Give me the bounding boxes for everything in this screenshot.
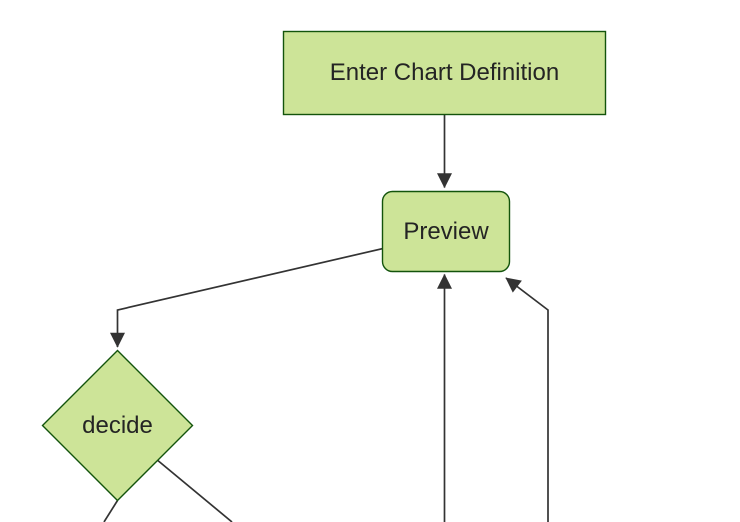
edge-decide-to-offscreen-left [103, 500, 119, 522]
node-enter-chart-definition [282, 30, 607, 116]
edge-preview-to-decide [110, 247, 384, 348]
node-decide [41, 349, 194, 502]
edge-offscreen-right-to-preview [505, 277, 549, 522]
node-layer [41, 30, 607, 502]
node-preview [381, 190, 511, 273]
edge-decide-to-offscreen-right [149, 453, 233, 522]
edge-layer [103, 115, 549, 522]
